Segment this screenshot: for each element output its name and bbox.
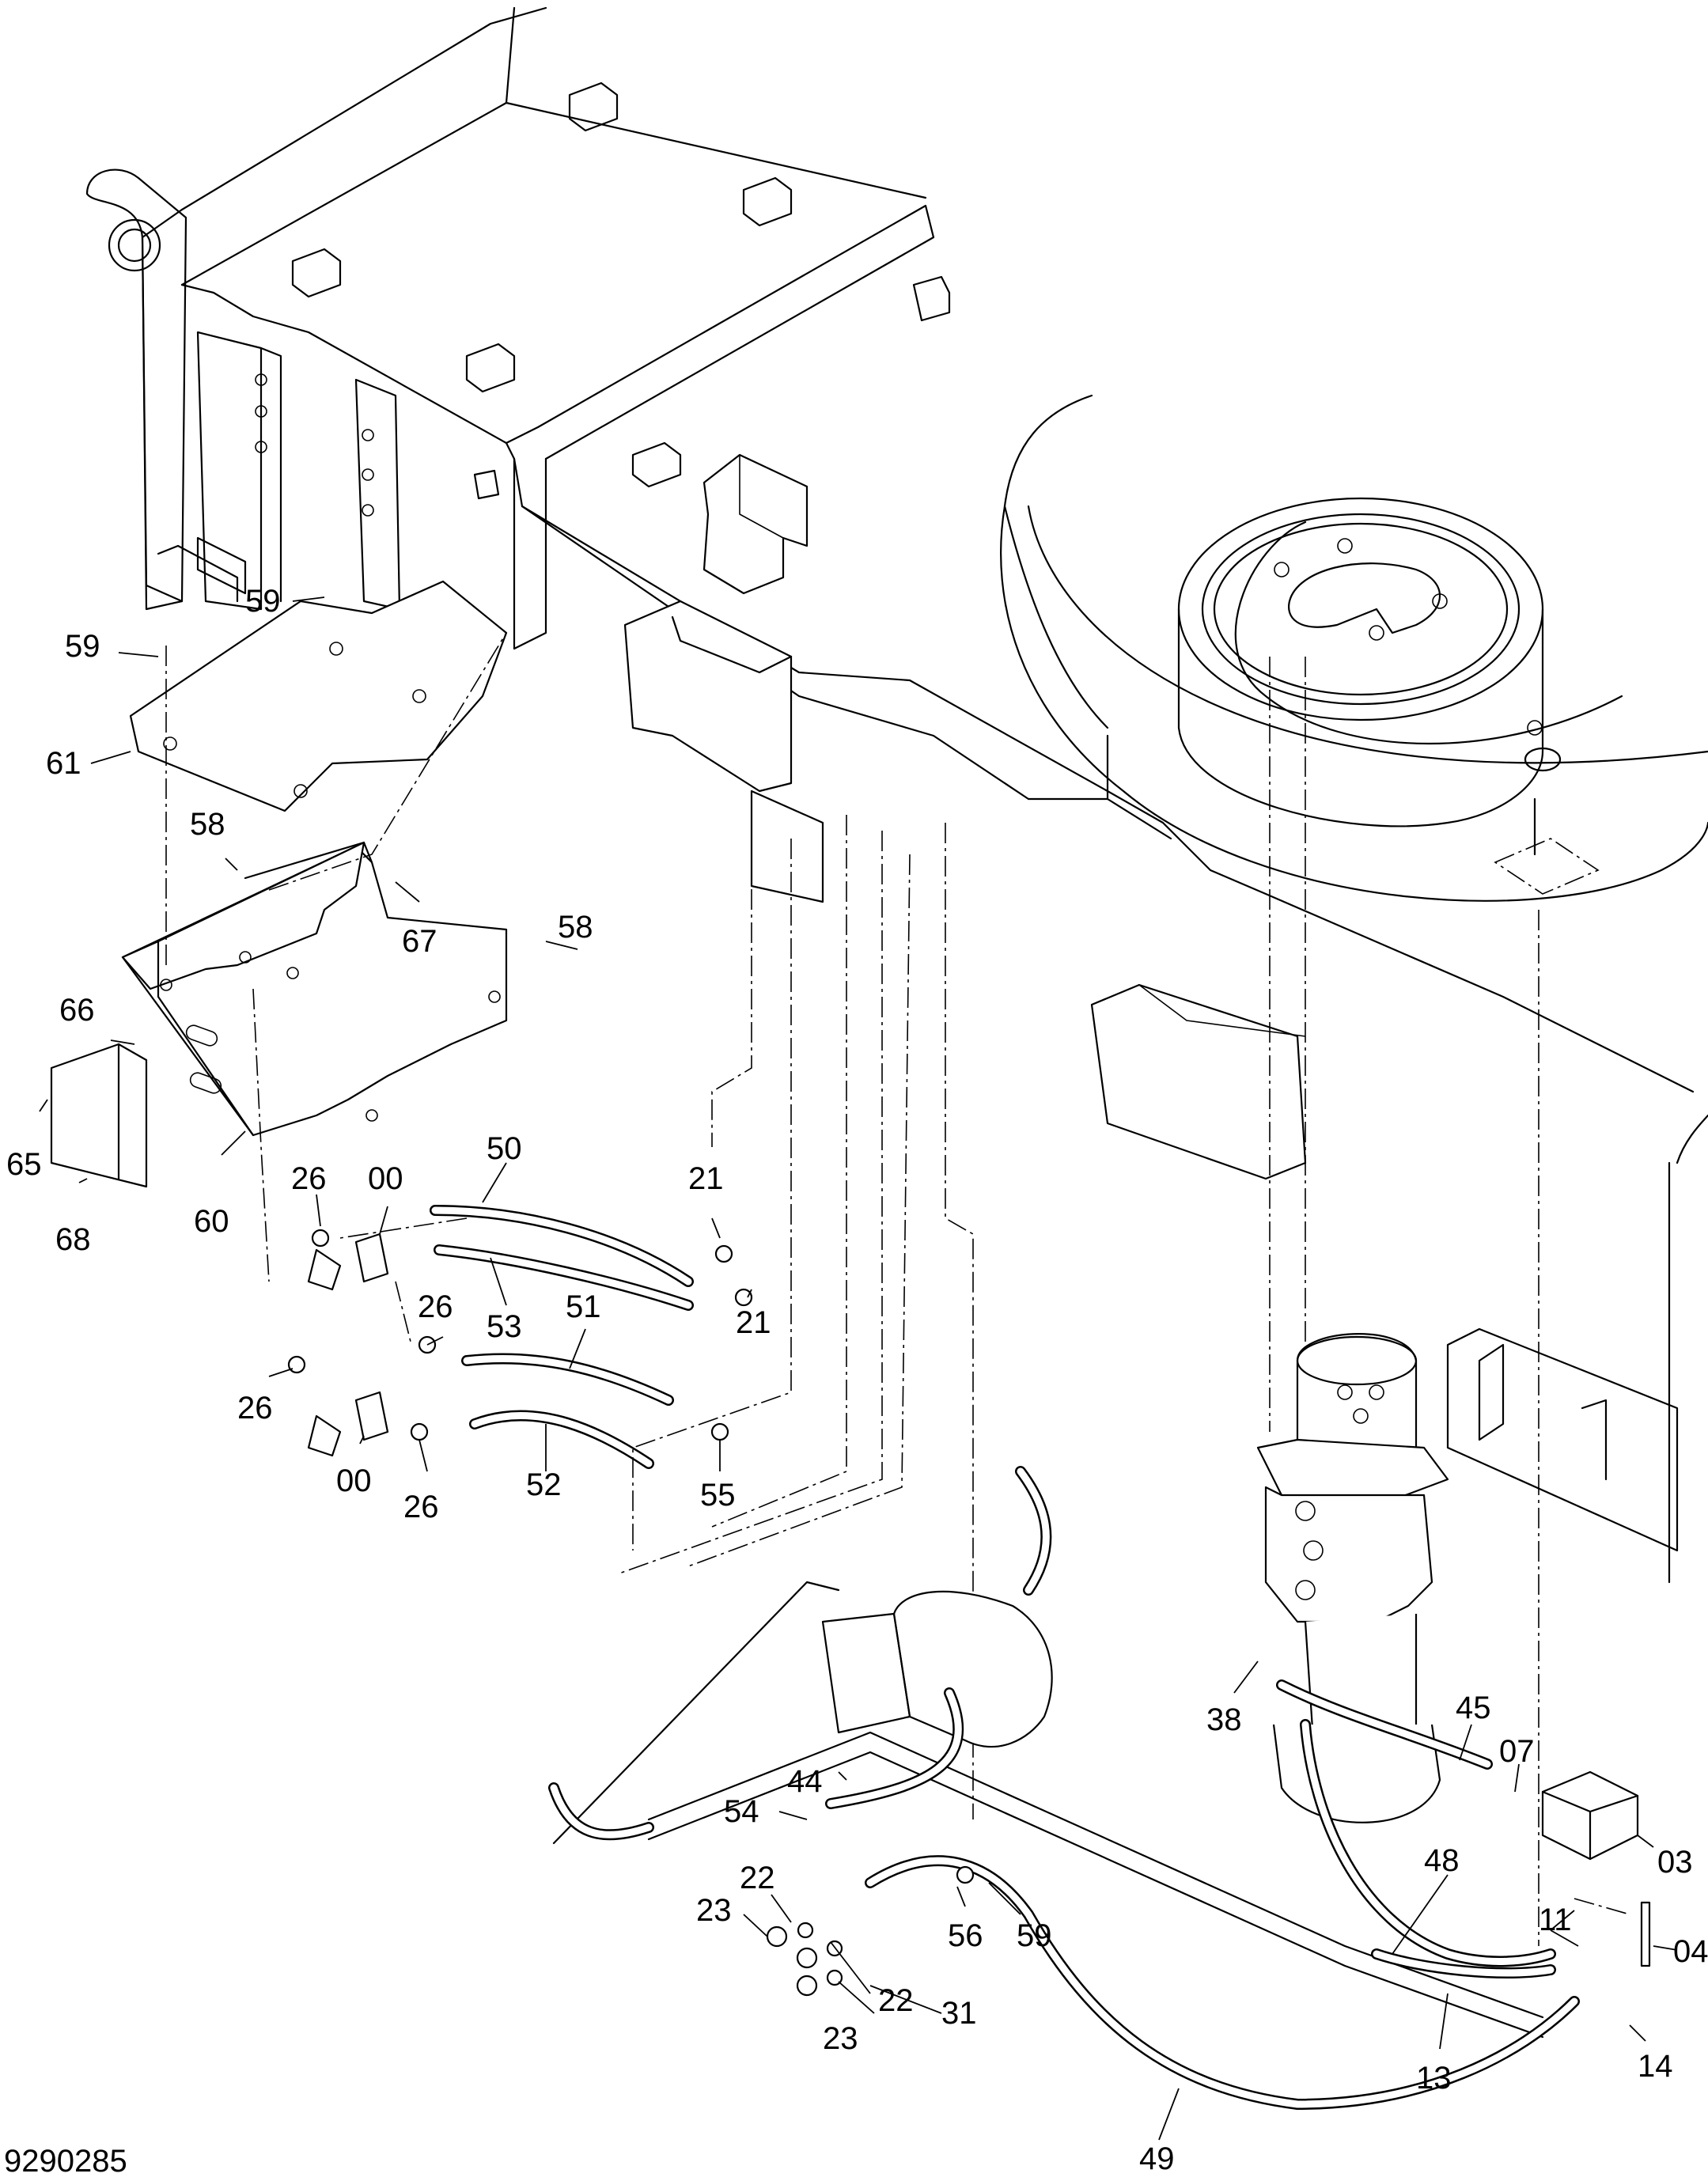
label-22-b: 22 [878, 1983, 914, 2018]
label-51: 51 [566, 1289, 601, 1324]
label-61: 61 [46, 746, 81, 781]
label-04: 04 [1673, 1934, 1708, 1969]
label-68: 68 [55, 1222, 91, 1257]
label-23-b: 23 [823, 2021, 858, 2056]
label-52: 52 [526, 1467, 562, 1502]
label-56: 56 [948, 1918, 983, 1953]
label-45: 45 [1456, 1691, 1491, 1725]
label-26-c: 26 [237, 1391, 273, 1426]
label-65: 65 [6, 1147, 42, 1182]
label-59-b: 59 [65, 629, 100, 664]
label-23-a: 23 [696, 1893, 732, 1928]
cover-plate-61 [129, 580, 508, 812]
center-joint [1256, 1333, 1449, 1823]
label-48: 48 [1424, 1843, 1460, 1878]
drawing-number: 9290285 [4, 2144, 127, 2179]
label-60: 60 [194, 1204, 229, 1239]
label-44: 44 [787, 1764, 823, 1799]
label-31: 31 [941, 1996, 977, 2031]
label-07: 07 [1499, 1734, 1535, 1769]
label-21-b: 21 [736, 1305, 771, 1340]
bracket-60 [121, 841, 508, 1137]
label-26-a: 26 [291, 1161, 327, 1196]
label-21-a: 21 [688, 1161, 724, 1196]
label-26-d: 26 [403, 1490, 439, 1524]
lower-hose-group [548, 1466, 1651, 2111]
label-58-a: 58 [190, 807, 225, 842]
leader-lines [39, 596, 1678, 2141]
label-03: 03 [1657, 1845, 1693, 1880]
main-frame [85, 6, 1708, 1584]
cover-68 [50, 1043, 148, 1188]
label-59-a: 59 [245, 584, 281, 619]
label-26-b: 26 [418, 1289, 453, 1324]
label-49: 49 [1139, 2141, 1175, 2176]
label-38: 38 [1206, 1702, 1242, 1737]
label-00-b: 00 [336, 1463, 372, 1498]
label-14: 14 [1638, 2049, 1673, 2084]
label-59-c: 59 [1017, 1918, 1052, 1953]
hose-group-upper [287, 1205, 753, 1469]
label-58-b: 58 [558, 910, 593, 945]
label-11: 11 [1539, 1903, 1572, 1937]
label-53: 53 [487, 1309, 522, 1344]
label-00-a: 00 [368, 1161, 403, 1196]
swing-bearing [1000, 394, 1708, 902]
routing-lines [165, 632, 1630, 1946]
label-67: 67 [402, 924, 437, 959]
label-50: 50 [487, 1131, 522, 1166]
label-54: 54 [724, 1794, 759, 1829]
label-66: 66 [59, 993, 95, 1028]
part-labels: 59 59 61 58 67 58 66 65 68 60 26 00 50 2… [6, 584, 1708, 2176]
label-13: 13 [1416, 2061, 1452, 2096]
label-22-a: 22 [740, 1861, 775, 1895]
label-55: 55 [700, 1478, 736, 1513]
